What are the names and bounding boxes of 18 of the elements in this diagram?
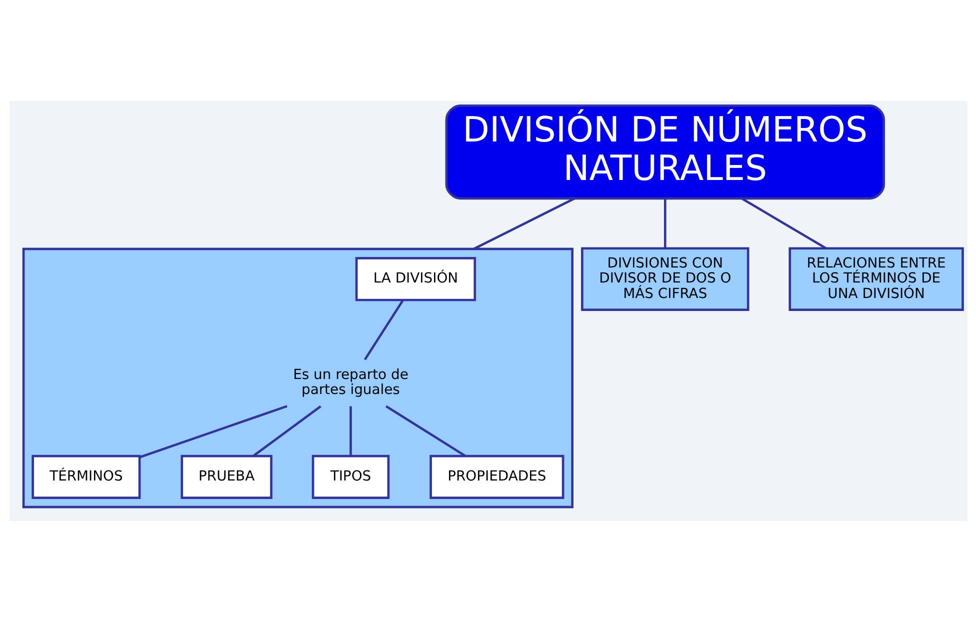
node-box: RELACIONES ENTRE LOS TÉRMINOS DE UNA DIVISIÓN xyxy=(788,247,964,311)
connector xyxy=(385,405,466,457)
node-box: LA DIVISIÓN xyxy=(354,257,476,302)
node-box: DIVISIÓN DE NÚMEROS NATURALES xyxy=(444,104,884,200)
node-box: DIVISIONES CON DIVISOR DE DOS O MÁS CIFRAS xyxy=(580,247,749,311)
node-text: Es un reparto de partes iguales xyxy=(292,366,408,398)
connector xyxy=(252,405,321,457)
node-box: TÉRMINOS xyxy=(31,454,140,499)
connector xyxy=(472,198,574,250)
connector xyxy=(139,405,287,458)
connector xyxy=(363,300,404,360)
connector xyxy=(663,198,666,248)
node-box: PRUEBA xyxy=(180,454,272,499)
node-box: TIPOS xyxy=(311,454,390,499)
cluster xyxy=(22,248,573,508)
node-box: PROPIEDADES xyxy=(429,454,564,499)
connector xyxy=(349,406,352,456)
connector xyxy=(740,198,826,250)
